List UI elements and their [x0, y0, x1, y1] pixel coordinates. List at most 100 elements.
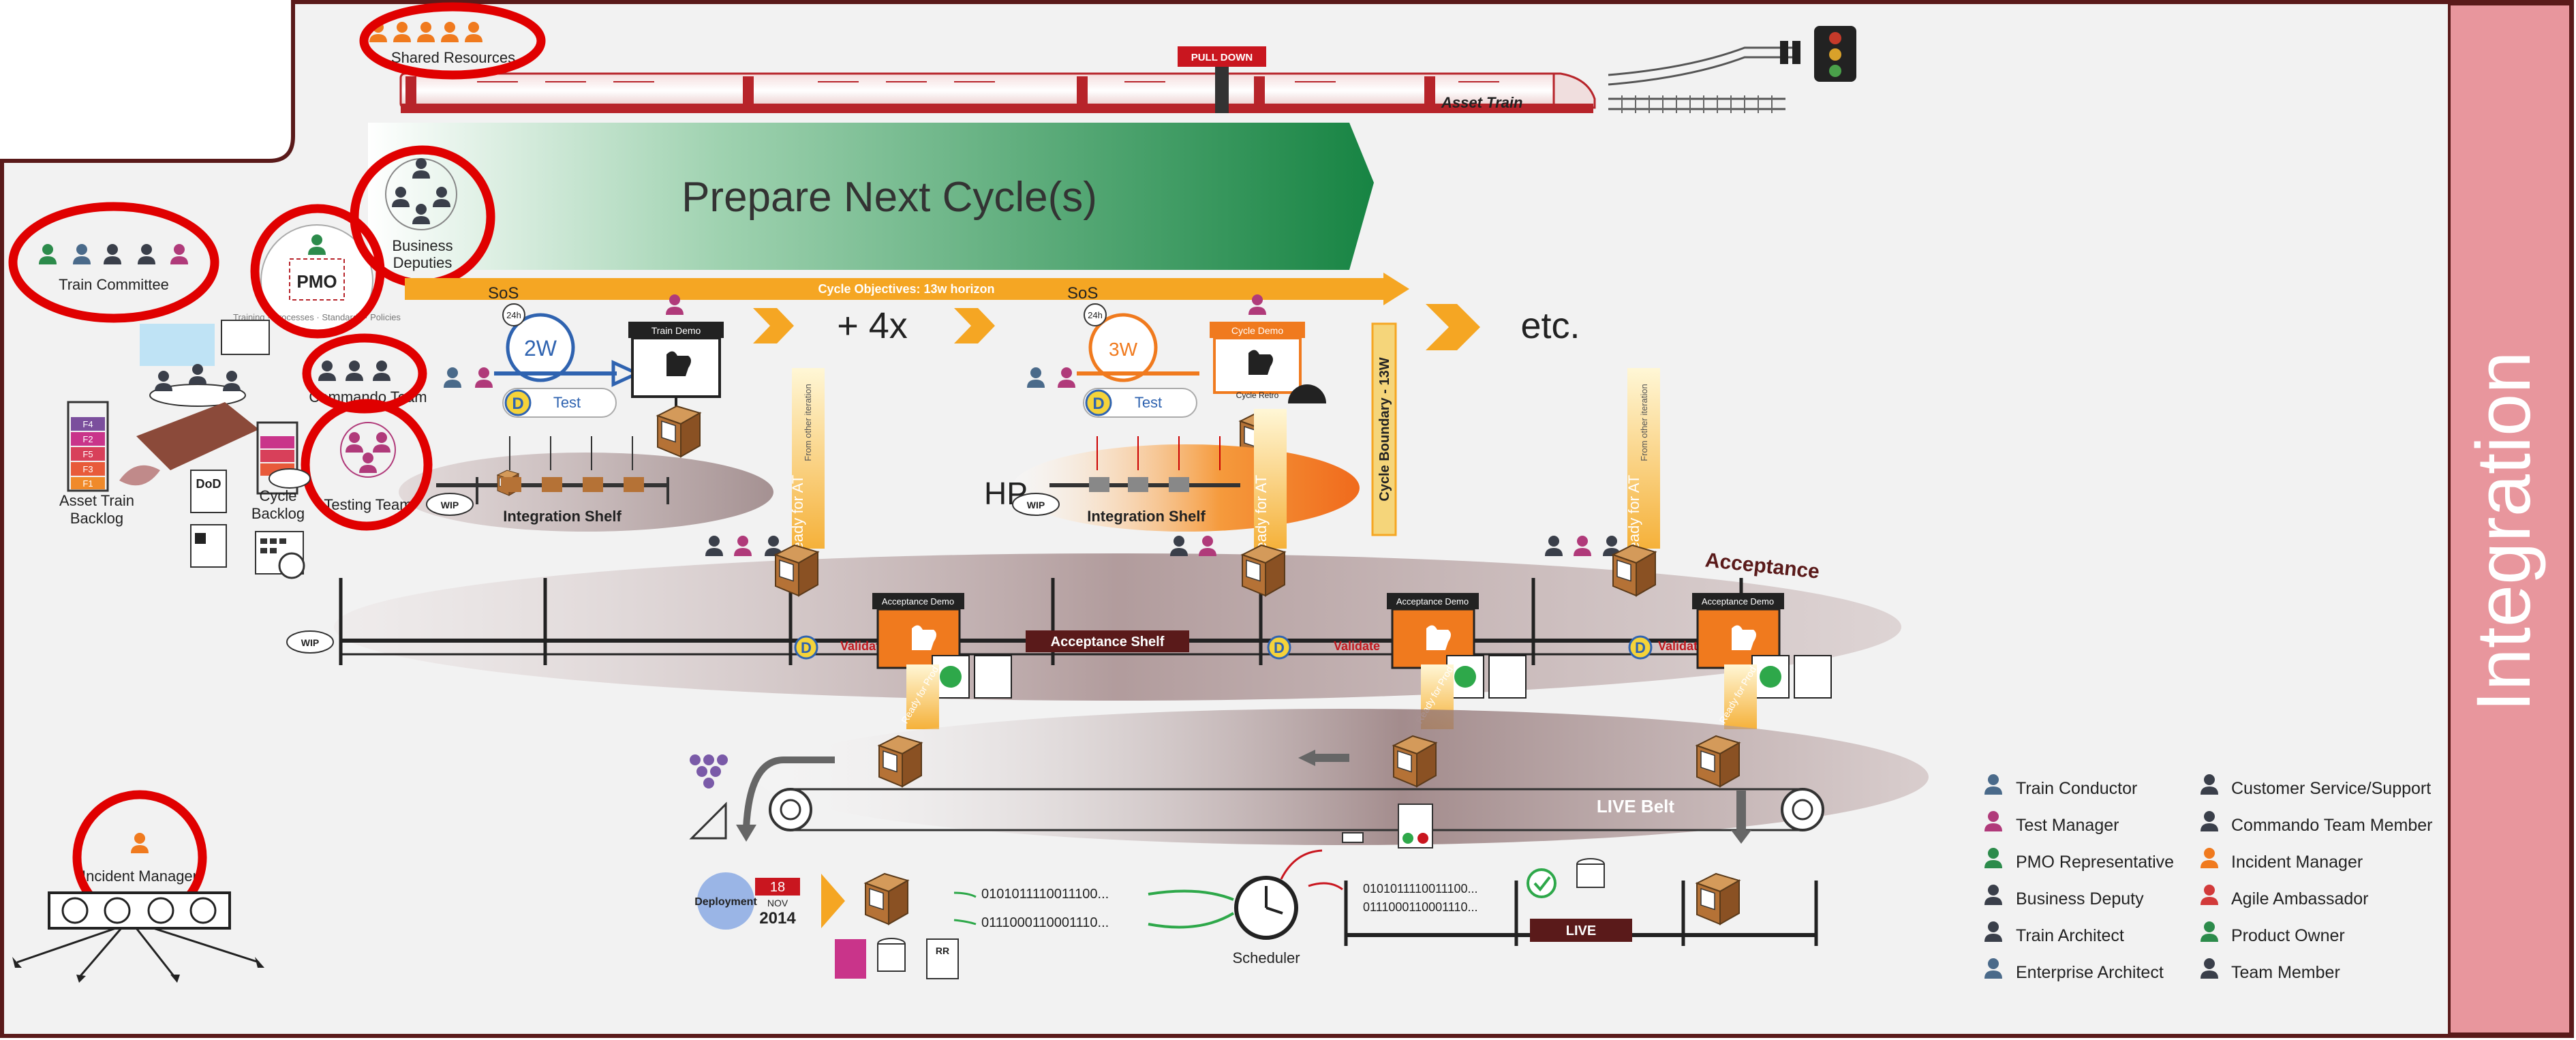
- work-box: [878, 735, 922, 787]
- legend-train-conductor: Train Conductor: [2016, 779, 2137, 798]
- wip-label-2: WIP: [1027, 500, 1045, 510]
- cycle-demo: Cycle Demo Cycle Retro: [1210, 294, 1326, 463]
- validate-label-1: Validate: [840, 639, 887, 653]
- legend-team-member: Team Member: [2231, 963, 2340, 982]
- feature-f5: F5: [82, 449, 93, 459]
- asset-train-backlog-line1: Asset Train: [59, 492, 134, 509]
- pull-down-label: PULL DOWN: [1191, 52, 1253, 63]
- plus-4x-label: + 4x: [837, 305, 908, 346]
- work-box: [1393, 735, 1437, 787]
- train-committee: Train Committee: [8, 202, 219, 323]
- shared-resources-label: Shared Resources: [391, 49, 515, 66]
- dod-label: DoD: [196, 477, 221, 491]
- validate-label-3: Validate: [1658, 639, 1704, 653]
- live-label: LIVE: [1566, 923, 1596, 938]
- asset-train: PULL DOWN Asset Train: [399, 46, 1596, 113]
- testing-team-label: Testing Team: [324, 496, 412, 513]
- shared-resources: Shared Resources: [359, 2, 546, 80]
- bits-line-1: 0101011110011100...: [981, 887, 1109, 902]
- sos-label-1: SoS: [488, 284, 519, 303]
- deployment-date-year: 2014: [759, 909, 796, 928]
- d-marker-5: D: [1635, 639, 1646, 656]
- legend-product-owner: Product Owner: [2231, 926, 2345, 945]
- cycle-backlog: Cycle Backlog: [251, 421, 311, 579]
- hours-24-label: 24h: [506, 310, 521, 320]
- live-belt-label: LIVE Belt: [1597, 796, 1674, 816]
- bits-line-4: 0111000110001110...: [1363, 900, 1478, 914]
- deployment-date-month: NOV: [767, 898, 788, 908]
- rail-tracks: [1608, 46, 1799, 110]
- cycle-retro-label: Cycle Retro: [1236, 391, 1279, 400]
- train-demo-label: Train Demo: [651, 325, 701, 336]
- bits-line-2: 0111000110001110...: [981, 915, 1109, 930]
- etc-label: etc.: [1520, 305, 1580, 346]
- dod-document-icon: DoD: [190, 470, 227, 568]
- acceptance-demo-2: Acceptance Demo: [1387, 593, 1527, 699]
- planning-meeting-icon: [140, 320, 270, 407]
- iteration-2w-label: 2W: [524, 336, 557, 361]
- d-marker-2: D: [1092, 395, 1104, 413]
- work-box: [1696, 873, 1740, 925]
- legend-enterprise-architect: Enterprise Architect: [2016, 963, 2164, 982]
- d-marker-4: D: [1274, 639, 1285, 656]
- integration-label: Integration: [2461, 351, 2546, 712]
- asset-train-backlog: F4 F2 F5 F3 F1 Asset Train Backlog: [59, 401, 259, 527]
- train-demo: Train Demo: [628, 294, 724, 457]
- asset-train-label: Asset Train: [1441, 94, 1522, 111]
- d-marker-3: D: [801, 639, 812, 656]
- legend-incident-manager: Incident Manager: [2231, 853, 2363, 872]
- pmo-label: PMO: [296, 271, 337, 292]
- acceptance-demo-label-3: Acceptance Demo: [1702, 596, 1774, 607]
- cycle-boundary: Cycle Boundary - 13W: [1371, 322, 1397, 536]
- wip-label-1: WIP: [441, 500, 459, 510]
- d-markers-acceptance: D D D: [794, 635, 1653, 660]
- legend-right: Customer Service/Support Commando Team M…: [2201, 774, 2432, 982]
- business-deputies-line2: Deputies: [393, 254, 453, 271]
- train-committee-label: Train Committee: [59, 276, 169, 293]
- iteration-3w: 24h 3W D Test: [1027, 303, 1199, 418]
- cycle-demo-label: Cycle Demo: [1231, 325, 1283, 336]
- deployment-date-day: 18: [770, 880, 785, 895]
- scheduler: Scheduler: [1232, 804, 1433, 966]
- work-box: [1242, 545, 1285, 596]
- acceptance-shelf-label: Acceptance Shelf: [1051, 634, 1165, 649]
- testing-team: Testing Team: [301, 399, 433, 531]
- integration-shelf-label-2: Integration Shelf: [1087, 508, 1206, 525]
- legend-customer-service: Customer Service/Support: [2231, 779, 2431, 798]
- iteration-2w: 24h 2W D Test: [444, 303, 642, 418]
- from-other-iteration-1: From other iteration: [803, 384, 813, 461]
- acceptance-demo-3: Acceptance Demo: [1692, 593, 1832, 699]
- live-belt: LIVE Belt: [689, 709, 1929, 845]
- rr-label: RR: [936, 945, 949, 956]
- acceptance-demo-label-1: Acceptance Demo: [882, 596, 954, 607]
- legend-business-deputy: Business Deputy: [2016, 889, 2144, 908]
- hours-24-label-2: 24h: [1088, 310, 1103, 320]
- legend-commando-team-member: Commando Team Member: [2231, 816, 2432, 835]
- from-other-iteration-2: From other iteration: [1639, 384, 1649, 461]
- integration-shelf-1: WIP Integration Shelf: [399, 436, 773, 532]
- scheduler-label: Scheduler: [1232, 949, 1300, 966]
- work-box: [1696, 735, 1740, 787]
- work-box: [1612, 545, 1656, 596]
- cycle-objectives-label: Cycle Objectives: 13w horizon: [818, 282, 994, 296]
- traffic-signal-icon: [1780, 26, 1856, 82]
- deployment-label: Deployment: [694, 896, 757, 908]
- integration-shelf-label-1: Integration Shelf: [503, 508, 622, 525]
- legend-agile-ambassador: Agile Ambassador: [2231, 889, 2369, 908]
- test-label: Test: [553, 394, 581, 411]
- legend: Train Conductor Test Manager PMO Represe…: [1984, 774, 2432, 982]
- cycle-boundary-label: Cycle Boundary - 13W: [1377, 357, 1392, 501]
- legend-train-architect: Train Architect: [2016, 926, 2124, 945]
- prepare-next-cycle-banner: [368, 123, 1374, 270]
- sos-label-2: SoS: [1067, 284, 1098, 303]
- prepare-next-cycle-label: Prepare Next Cycle(s): [681, 174, 1097, 221]
- pmo: PMO Training · Processes · Standards · P…: [233, 204, 401, 339]
- legend-left: Train Conductor Test Manager PMO Represe…: [1984, 774, 2174, 982]
- deployment: Deployment 18 NOV 2014 RR 01010111100111…: [694, 872, 1235, 979]
- cycle-backlog-line2: Backlog: [251, 505, 305, 522]
- cycle-backlog-line1: Cycle: [259, 487, 296, 504]
- legend-test-manager: Test Manager: [2016, 816, 2119, 835]
- validate-label-2: Validate: [1334, 639, 1380, 653]
- live-environment: 0101011110011100... 0111000110001110... …: [1344, 858, 1818, 946]
- feature-f3: F3: [82, 464, 93, 474]
